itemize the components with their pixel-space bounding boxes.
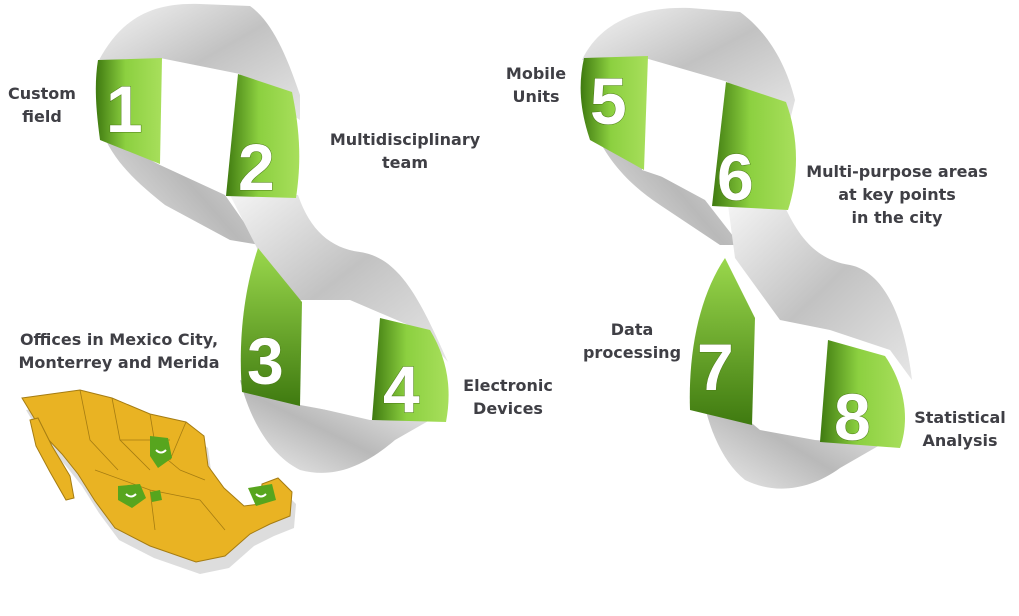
ribbon-panel-white-34 (300, 302, 382, 420)
map-region-merida (248, 484, 276, 506)
step-6-line-3: in the city (851, 208, 943, 227)
ribbon-fold-right-a (584, 64, 740, 245)
mexico-map-icon (21, 389, 296, 574)
segment-6-green (712, 82, 796, 210)
ribbon-twist-top-left (98, 3, 300, 120)
ribbon-fold-left-a (98, 62, 260, 245)
step-6-line-1: Multi-purpose areas (806, 162, 988, 181)
segment-4-green (372, 318, 449, 422)
step-5-line-1: Mobile (505, 64, 567, 83)
map-baja (29, 417, 75, 501)
step-label-3: Offices in Mexico City, Monterrey and Me… (8, 328, 230, 374)
ribbon-panel-white-12 (158, 58, 240, 190)
step-number-6: 6 (717, 140, 754, 214)
step-number-8: 8 (834, 380, 871, 454)
ribbon-twist-middle-right (728, 205, 912, 380)
ribbon-fold-right-b (700, 380, 880, 489)
step-number-7: 7 (697, 330, 734, 404)
step-label-1: Custom field (8, 82, 76, 128)
step-3-line-2: Monterrey and Merida (18, 353, 220, 372)
step-number-1: 1 (106, 72, 143, 146)
step-label-6: Multi-purpose areas at key points in the… (796, 160, 998, 229)
step-label-7: Data processing (576, 318, 688, 364)
step-1-line-1: Custom (8, 84, 76, 103)
segment-2-green (226, 74, 300, 198)
right-ribbon (580, 7, 912, 489)
ribbon-twist-top-right (582, 7, 795, 120)
segment-1-green (95, 58, 162, 164)
step-6-line-2: at key points (838, 185, 956, 204)
step-8-line-2: Analysis (922, 431, 998, 450)
step-label-4: Electronic Devices (456, 374, 560, 420)
step-8-line-1: Statistical (914, 408, 1006, 427)
ribbon-twist-middle-left (230, 195, 448, 362)
step-4-line-2: Devices (473, 399, 543, 418)
segment-8-green (820, 340, 905, 448)
step-4-line-1: Electronic (463, 376, 553, 395)
step-label-5: Mobile Units (500, 62, 572, 108)
ribbon-panel-white-78 (750, 318, 830, 440)
segment-5-green (580, 56, 648, 170)
step-number-2: 2 (238, 130, 275, 204)
map-marker-monterrey (155, 449, 167, 454)
step-7-line-1: Data (610, 320, 654, 339)
step-2-line-2: team (382, 153, 428, 172)
step-1-line-2: field (22, 107, 62, 126)
step-2-line-1: Multidisciplinary (329, 130, 481, 149)
ribbon-panel-white-56 (642, 58, 728, 198)
step-number-5: 5 (590, 64, 627, 138)
segment-7-green (689, 258, 755, 425)
segment-3-green (240, 248, 302, 406)
step-label-8: Statistical Analysis (906, 406, 1014, 452)
step-3-line-1: Offices in Mexico City, (19, 330, 219, 349)
map-marker-merida (255, 493, 267, 498)
step-number-3: 3 (247, 324, 284, 398)
map-marker-mexico-city (125, 493, 137, 498)
step-7-line-2: processing (582, 343, 682, 362)
map-region-center (150, 490, 162, 502)
step-5-line-2: Units (512, 87, 560, 106)
step-label-2: Multidisciplinary team (323, 128, 487, 174)
left-ribbon (95, 3, 449, 473)
step-number-4: 4 (383, 352, 420, 426)
ribbon-fold-left-b (240, 380, 430, 473)
